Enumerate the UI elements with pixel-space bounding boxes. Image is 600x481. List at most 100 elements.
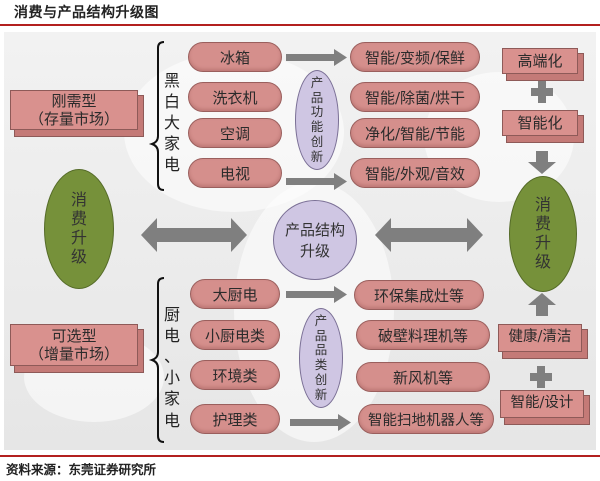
product-label: 洗衣机 [212, 88, 258, 107]
char: 消 [70, 190, 87, 210]
center-label-line1: 产品结构 [284, 221, 345, 239]
product-label: 冰箱 [219, 48, 250, 67]
product-air-conditioner: 空调 [188, 118, 282, 148]
feature-label: 智能/外观/音效 [364, 164, 466, 183]
function-innovation-ellipse: 产 品 功 能 创 新 [295, 70, 339, 170]
char: 产 [310, 74, 324, 90]
source-note: 资料来源：东莞证券研究所 [6, 462, 157, 477]
char: 品 [314, 342, 328, 358]
feature-major-kitchen: 环保集成灶等 [354, 280, 484, 310]
plus-icon [531, 81, 553, 103]
char: 创 [314, 371, 328, 387]
feature-label: 破壁料理机等 [377, 326, 468, 345]
product-small-kitchen: 小厨电类 [190, 320, 280, 350]
intelligent-label: 智能化 [517, 114, 563, 132]
feature-television: 智能/外观/音效 [350, 158, 480, 188]
product-label: 环境类 [212, 366, 258, 385]
health-clean-box: 健康/清洁 [498, 324, 582, 352]
char: 级 [70, 246, 87, 266]
optional-demand-market-box: 可选型（增量市场） [10, 324, 138, 366]
product-television: 电视 [188, 158, 282, 188]
char: 消 [534, 195, 551, 215]
char: 、 [164, 347, 181, 367]
major-appliances-label: 黑 白 大 家 电 [164, 70, 180, 176]
char: 新 [314, 386, 328, 402]
char: 新 [310, 148, 324, 164]
char: 类 [314, 357, 328, 372]
char: 电 [164, 155, 181, 175]
product-label: 小厨电类 [204, 326, 265, 345]
consumption-upgrade-right-ellipse: 消 费 升 级 [509, 176, 577, 292]
high-end-label: 高端化 [517, 52, 563, 70]
feature-washing-machine: 智能/除菌/烘干 [350, 82, 480, 112]
char: 家 [164, 389, 181, 409]
char: 电 [164, 410, 181, 430]
product-personal-care: 护理类 [190, 404, 280, 434]
char: 品 [310, 89, 324, 105]
feature-air-conditioner: 净化/智能/节能 [350, 118, 480, 148]
feature-label: 智能/除菌/烘干 [364, 88, 466, 107]
arrow-icon [286, 49, 347, 66]
char: 级 [534, 251, 551, 271]
char: 大 [164, 113, 181, 133]
footer-divider [0, 455, 600, 457]
char: 黑 [164, 71, 181, 90]
feature-environment: 新风机等 [356, 362, 490, 392]
rigid-demand-label: 刚需型 [51, 92, 97, 110]
char: 电 [164, 326, 181, 346]
stock-market-label: （存量市场） [28, 110, 119, 128]
feature-refrigerator: 智能/变频/保鲜 [350, 42, 480, 72]
center-label-line2: 升级 [299, 242, 330, 260]
feature-label: 智能扫地机器人等 [368, 412, 484, 429]
product-environment: 环境类 [190, 360, 280, 390]
product-label: 大厨电 [212, 285, 258, 304]
char: 能 [310, 119, 324, 134]
double-arrow-icon [375, 218, 483, 252]
char: 白 [164, 92, 181, 112]
arrow-icon [528, 293, 556, 316]
product-label: 电视 [219, 164, 250, 183]
optional-demand-label: 可选型 [51, 327, 97, 345]
diagram-canvas: 刚需型（存量市场） 消 费 升 级 可选型（增量市场） 黑 白 大 家 电 冰箱… [4, 32, 596, 450]
smart-design-label: 智能/设计 [510, 395, 574, 412]
title-divider [0, 24, 600, 26]
product-washing-machine: 洗衣机 [188, 82, 282, 112]
curly-brace-icon [148, 41, 165, 191]
char: 家 [164, 134, 181, 154]
smart-design-box: 智能/设计 [500, 390, 584, 418]
connectors-layer [141, 41, 556, 443]
curly-brace-icon [148, 277, 165, 443]
feature-label: 智能/变频/保鲜 [364, 48, 466, 67]
feature-label: 环保集成灶等 [373, 286, 464, 305]
feature-small-kitchen: 破壁料理机等 [356, 320, 490, 350]
feature-label: 新风机等 [392, 368, 453, 387]
char: 升 [70, 228, 87, 247]
feature-label: 净化/智能/节能 [364, 124, 466, 143]
char: 升 [534, 233, 551, 252]
product-major-kitchen: 大厨电 [190, 279, 280, 309]
category-innovation-ellipse: 产 品 品 类 创 新 [299, 308, 343, 408]
char: 小 [164, 368, 181, 388]
intelligent-box: 智能化 [502, 110, 578, 136]
arrow-icon [290, 414, 351, 431]
rigid-demand-market-box: 刚需型（存量市场） [10, 90, 138, 130]
arrow-icon [286, 286, 347, 303]
product-label: 护理类 [212, 410, 258, 429]
figure-title: 消费与产品结构升级图 [14, 5, 159, 21]
char: 功 [310, 104, 324, 120]
product-refrigerator: 冰箱 [188, 42, 282, 72]
product-label: 空调 [219, 124, 250, 143]
incremental-market-label: （增量市场） [28, 345, 119, 363]
high-end-box: 高端化 [502, 48, 578, 74]
char: 创 [310, 133, 324, 149]
consumption-upgrade-left-ellipse: 消 费 升 级 [44, 169, 114, 289]
char: 品 [314, 327, 328, 343]
health-clean-label: 健康/清洁 [508, 329, 572, 346]
double-arrow-icon [141, 218, 247, 252]
char: 费 [70, 209, 87, 229]
arrow-icon [528, 151, 556, 174]
product-structure-upgrade-circle: 产品结构升级 [273, 200, 357, 280]
arrow-icon [286, 173, 347, 190]
char: 产 [314, 312, 328, 328]
kitchen-small-appliances-label: 厨 电 、 小 家 电 [164, 304, 180, 431]
